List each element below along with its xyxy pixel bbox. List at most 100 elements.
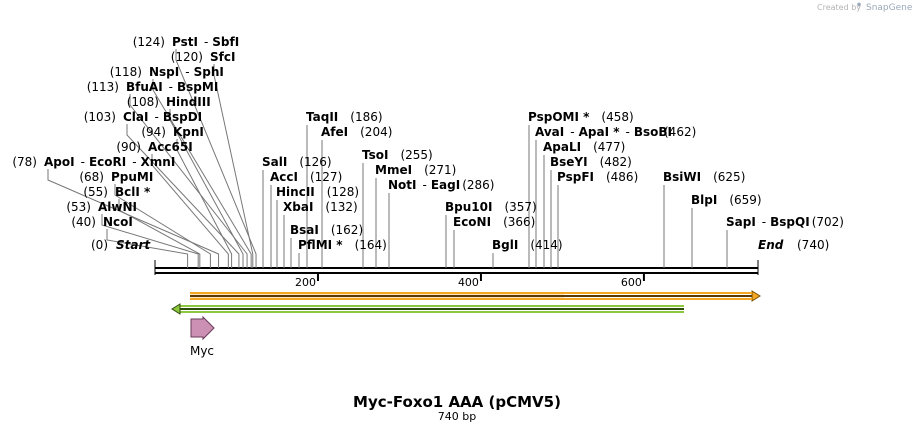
enzyme-name: KpnI: [173, 125, 204, 139]
enzyme-name: TsoI: [362, 148, 388, 162]
enzyme-name: PflMI: [298, 238, 332, 252]
enzyme-name: EcoRI: [89, 155, 126, 169]
enzyme-name: PspOMI: [528, 110, 579, 124]
site-position: (482): [600, 155, 632, 169]
site-enzyme-names: PflMI *: [298, 238, 343, 252]
feature-orange-feature[interactable]: [190, 290, 761, 302]
enzyme-name: SalI: [262, 155, 287, 169]
restriction-site[interactable]: (113) BfuAI-BspMI: [87, 80, 219, 94]
restriction-site[interactable]: (40)NcoI: [71, 215, 133, 229]
enzyme-name: AvaI: [535, 125, 564, 139]
enzyme-name: Acc65I: [148, 140, 193, 154]
restriction-site[interactable]: ApaLI(477): [543, 140, 625, 154]
site-leader-line: [47, 169, 220, 268]
myc-feature-arrow: [190, 315, 215, 341]
star-activity-marker: *: [579, 110, 590, 124]
site-position: (414): [530, 238, 562, 252]
site-position: (94): [141, 125, 166, 139]
site-enzyme-names: NotI-EagI: [388, 178, 460, 192]
restriction-site[interactable]: BseYI(482): [550, 155, 632, 169]
site-leader-line: [151, 154, 229, 268]
restriction-site[interactable]: (120)SfcI: [171, 50, 236, 64]
restriction-site[interactable]: (68)PpuMI: [79, 170, 153, 184]
restriction-site[interactable]: (94) KpnI: [141, 125, 204, 139]
restriction-site[interactable]: (118)NspI-SphI: [110, 65, 224, 79]
feature-Myc[interactable]: Myc: [190, 315, 215, 358]
restriction-site[interactable]: TsoI (255): [362, 148, 433, 162]
restriction-site[interactable]: (78)ApoI-EcoRI-XmnI: [12, 155, 175, 169]
site-position: (659): [729, 193, 761, 207]
site-enzyme-names: Acc65I: [148, 140, 193, 154]
restriction-site[interactable]: PspOMI *(458): [528, 110, 634, 124]
enzyme-name: ApoI: [44, 155, 75, 169]
site-enzyme-names: BsaI: [290, 223, 319, 237]
site-enzyme-names: KpnI: [173, 125, 204, 139]
site-enzyme-names: BfuAI-BspMI: [126, 80, 218, 94]
ruler-tick-label: 600: [621, 276, 642, 289]
enzyme-separator: -: [204, 35, 208, 49]
restriction-site[interactable]: BsiWI(625): [663, 170, 745, 184]
enzyme-name: PpuMI: [111, 170, 153, 184]
site-position: (108): [127, 95, 159, 109]
site-position: (103): [84, 110, 116, 124]
restriction-site[interactable]: SalI (126): [262, 155, 332, 169]
restriction-site[interactable]: PspFI (486): [557, 170, 638, 184]
site-position: (255): [400, 148, 432, 162]
restriction-site[interactable]: BsaI (162): [290, 223, 363, 237]
enzyme-name: SphI: [194, 65, 224, 79]
site-position: (162): [331, 223, 363, 237]
enzyme-name: NspI: [149, 65, 179, 79]
site-enzyme-names: SfcI: [210, 50, 235, 64]
restriction-site[interactable]: PflMI *(164): [298, 238, 387, 252]
restriction-site[interactable]: (90)Acc65I: [116, 140, 192, 154]
restriction-site[interactable]: HincII(128): [276, 185, 359, 199]
restriction-site[interactable]: EcoNI (366): [453, 215, 535, 229]
enzyme-name: BspQI: [770, 215, 810, 229]
restriction-site[interactable]: (53) AlwNI: [66, 200, 137, 214]
enzyme-name: Bpu10I: [445, 200, 492, 214]
restriction-site[interactable]: AfeI(204): [321, 125, 392, 139]
site-position: (204): [360, 125, 392, 139]
restriction-site[interactable]: (55)BclI *: [83, 185, 151, 199]
restriction-site[interactable]: (108) HindIII: [127, 95, 211, 109]
site-position: (357): [504, 200, 536, 214]
restriction-site[interactable]: (103)ClaI-BspDI: [84, 110, 202, 124]
restriction-site[interactable]: AvaI-ApaI *-BsoBI(462): [535, 125, 696, 139]
enzyme-separator: -: [762, 215, 766, 229]
site-position: (186): [350, 110, 382, 124]
site-enzyme-names: AlwNI: [98, 200, 137, 214]
site-position: (53): [66, 200, 91, 214]
map-title: Myc-Foxo1 AAA (pCMV5): [353, 393, 561, 411]
restriction-site[interactable]: SapI-BspQI(702): [726, 215, 844, 229]
site-position: (55): [83, 185, 108, 199]
restriction-site[interactable]: NotI-EagI(286): [388, 178, 494, 192]
restriction-site[interactable]: XbaI(132): [283, 200, 358, 214]
feature-green-feature[interactable]: [171, 303, 684, 315]
site-position: (78): [12, 155, 37, 169]
enzyme-name: BglI: [492, 238, 518, 252]
site-enzyme-names: HindIII: [166, 95, 211, 109]
site-enzyme-names: NcoI: [103, 215, 133, 229]
site-position: (127): [310, 170, 342, 184]
enzyme-name: BspDI: [163, 110, 202, 124]
restriction-site[interactable]: AccI(127): [270, 170, 342, 184]
site-position: (113): [87, 80, 119, 94]
restriction-site[interactable]: (124)PstI-SbfI: [133, 35, 239, 49]
site-position: (366): [503, 215, 535, 229]
restriction-site[interactable]: TaqII(186): [306, 110, 383, 124]
map-length: 740 bp: [438, 410, 476, 423]
site-leader-line: [175, 49, 257, 268]
site-position: (486): [606, 170, 638, 184]
enzyme-name: HincII: [276, 185, 315, 199]
site-position: (126): [299, 155, 331, 169]
restriction-site[interactable]: MmeI(271): [375, 163, 456, 177]
restriction-site[interactable]: BlpI(659): [691, 193, 762, 207]
enzyme-name: EcoNI: [453, 215, 491, 229]
site-enzyme-names: HincII: [276, 185, 315, 199]
restriction-site[interactable]: BglI (414): [492, 238, 563, 252]
restriction-site[interactable]: Bpu10I (357): [445, 200, 537, 214]
site-leader-line: [101, 214, 199, 268]
site-enzyme-names: PspFI: [557, 170, 594, 184]
sequence-backbone: [154, 260, 759, 275]
